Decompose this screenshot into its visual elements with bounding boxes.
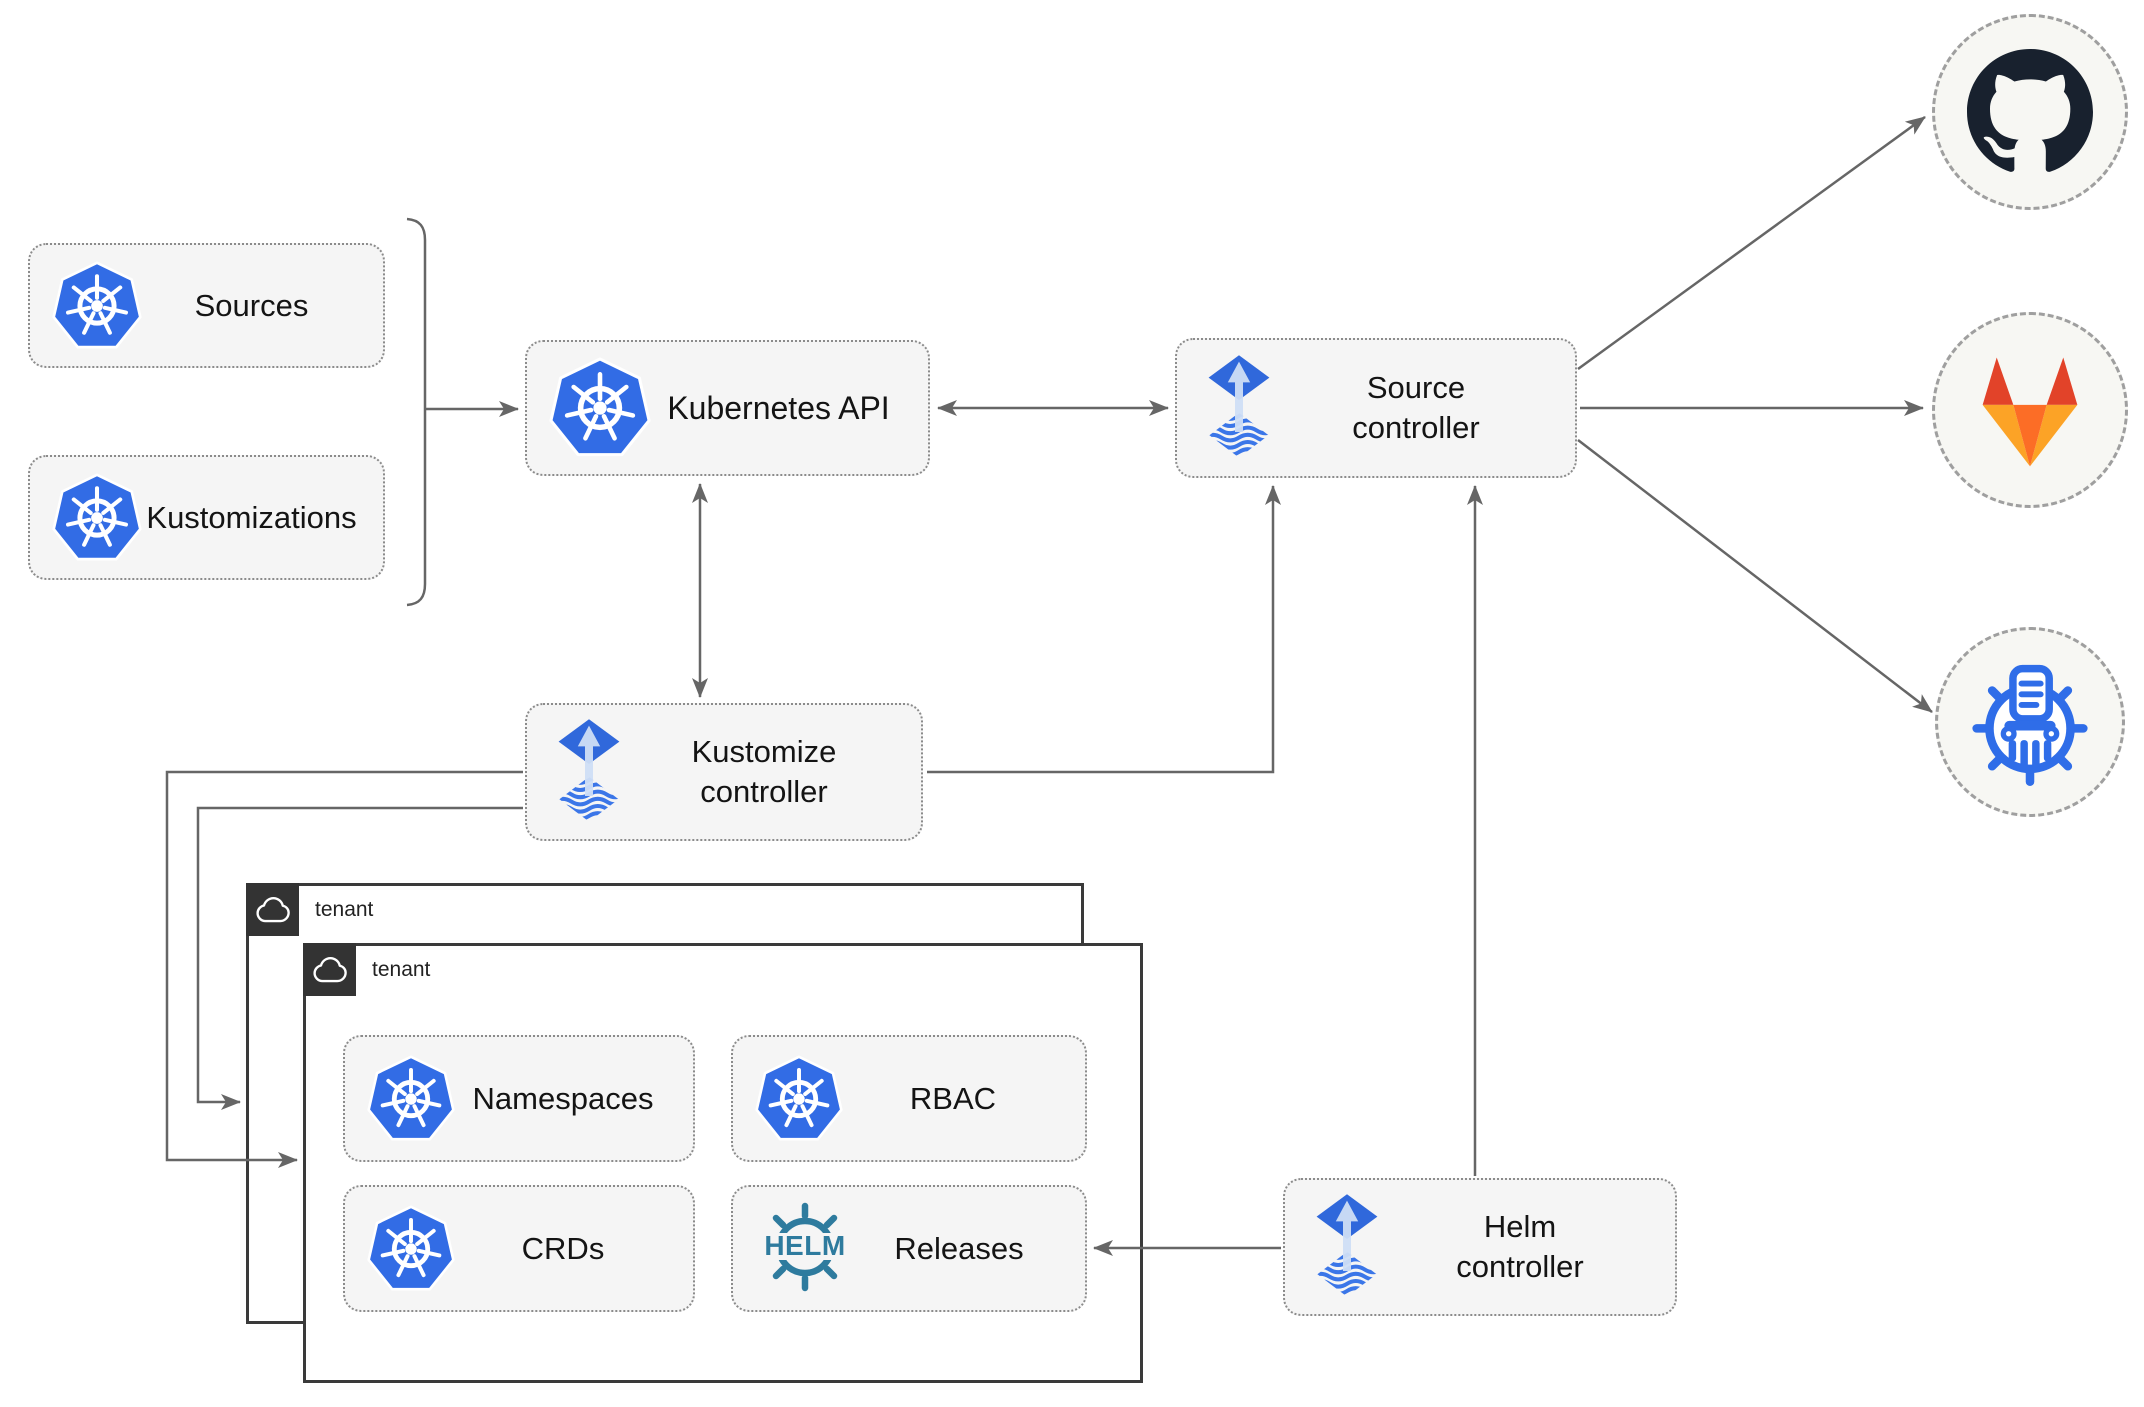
gitlab-icon bbox=[1966, 346, 2094, 474]
node-label: Releases bbox=[894, 1230, 1024, 1266]
tenant-box-front: tenant bbox=[303, 943, 1143, 1383]
tenant-label: tenant bbox=[372, 958, 431, 981]
arrow-source-controller-to-github bbox=[1577, 115, 1926, 371]
flux-icon bbox=[549, 716, 629, 828]
node-label: Namespaces bbox=[472, 1080, 654, 1116]
node-label: Kubernetes API bbox=[667, 389, 890, 426]
kubernetes-icon bbox=[52, 261, 142, 351]
chartmuseum-icon bbox=[1966, 658, 2094, 786]
node-label: Sources bbox=[194, 287, 309, 323]
remote-gitlab bbox=[1932, 312, 2128, 508]
kubernetes-icon bbox=[52, 473, 142, 563]
tenant-label: tenant bbox=[315, 898, 374, 921]
node-rbac: RBAC bbox=[731, 1035, 1087, 1162]
tenant-badge bbox=[246, 883, 299, 936]
node-sources: Sources bbox=[28, 243, 385, 368]
flux-icon bbox=[1307, 1191, 1387, 1303]
flux-icon bbox=[1199, 352, 1279, 464]
node-namespaces: Namespaces bbox=[343, 1035, 695, 1162]
helm-icon: HELM bbox=[755, 1201, 855, 1297]
remote-chartmuseum bbox=[1935, 627, 2125, 817]
node-label: CRDs bbox=[521, 1230, 605, 1266]
helm-logo-text: HELM bbox=[764, 1230, 845, 1261]
cloud-icon bbox=[310, 955, 350, 985]
brace-sources-group bbox=[406, 217, 427, 607]
github-icon bbox=[1967, 49, 2093, 175]
arrow-kustomize-controller-to-source-controller bbox=[927, 485, 1281, 774]
kubernetes-icon bbox=[549, 357, 651, 459]
node-releases: HELM Releases bbox=[731, 1185, 1087, 1312]
node-label: RBAC bbox=[909, 1080, 997, 1116]
arrow-source-controller-to-chartmuseum bbox=[1577, 439, 1933, 713]
kubernetes-icon bbox=[367, 1055, 455, 1143]
kubernetes-icon bbox=[755, 1055, 843, 1143]
node-kubernetes-api: Kubernetes API bbox=[525, 340, 930, 476]
cloud-icon bbox=[253, 895, 293, 925]
node-crds: CRDs bbox=[343, 1185, 695, 1312]
node-label: Kustomizations bbox=[146, 499, 357, 535]
kubernetes-icon bbox=[367, 1205, 455, 1293]
node-kustomizations: Kustomizations bbox=[28, 455, 385, 580]
remote-github bbox=[1932, 14, 2128, 210]
tenant-badge bbox=[303, 943, 356, 996]
